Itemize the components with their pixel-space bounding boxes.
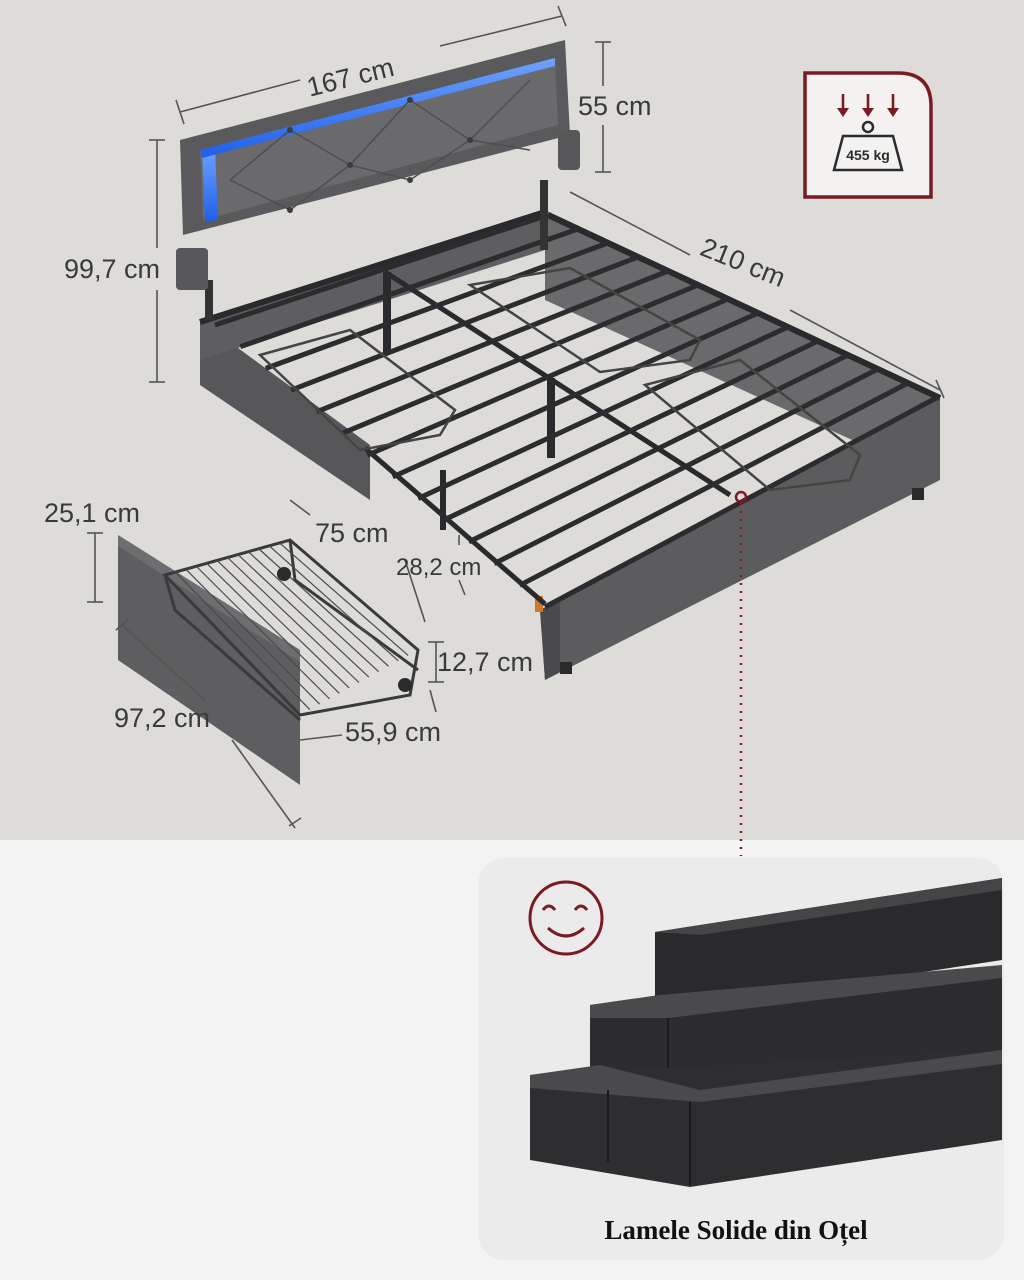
- detail-leader: [734, 490, 748, 856]
- drawer-wire: [247, 551, 380, 673]
- slat-line: [518, 380, 910, 588]
- slat-line: [214, 212, 549, 328]
- dim-basket-height: 12,7 cm: [437, 647, 533, 677]
- slat-line: [391, 310, 760, 480]
- detail-panel: Lamele Solide din Oțel: [478, 858, 1004, 1260]
- dim-total-height: 99,7 cm: [64, 254, 160, 284]
- slat-line: [239, 226, 579, 350]
- drawer-wire: [195, 565, 330, 700]
- drawer: [118, 535, 420, 785]
- drawer-wire: [174, 571, 311, 711]
- slat-line: [467, 352, 850, 545]
- drawer-wire: [185, 568, 321, 705]
- detail-caption: Lamele Solide din Oțel: [604, 1215, 868, 1246]
- dim-drawer-width: 97,2 cm: [114, 703, 210, 733]
- slat-line: [264, 240, 609, 371]
- drawer-wire: [206, 562, 340, 694]
- dimension-lines: [87, 5, 945, 829]
- dim-drawer-depth: 75 cm: [315, 518, 389, 548]
- slat-line: [366, 296, 729, 458]
- slat-line: [417, 324, 790, 501]
- slat-line: [315, 268, 669, 415]
- dim-drawer-height: 25,1 cm: [44, 498, 140, 528]
- drawer-wire: [279, 542, 409, 656]
- under-bed-baskets: [257, 266, 862, 492]
- load-capacity-label: 455 kg: [846, 147, 890, 163]
- bed-frame: [199, 209, 942, 680]
- headboard: [176, 40, 580, 320]
- smiley-icon: [528, 880, 604, 956]
- drawer-wire: [268, 545, 399, 662]
- weight-load-icon: 455 kg: [803, 71, 933, 199]
- slat-line: [290, 254, 639, 393]
- dim-clearance: 28,2 cm: [396, 554, 481, 581]
- steel-slat-stack: [530, 878, 1002, 1187]
- slat-line: [340, 282, 699, 436]
- slat-line: [493, 366, 880, 566]
- dim-basket-width: 55,9 cm: [345, 717, 441, 747]
- drawer-wire: [227, 557, 360, 683]
- drawer-wire: [237, 554, 370, 678]
- drawer-wire: [216, 559, 350, 689]
- dim-headboard-height: 55 cm: [578, 91, 652, 121]
